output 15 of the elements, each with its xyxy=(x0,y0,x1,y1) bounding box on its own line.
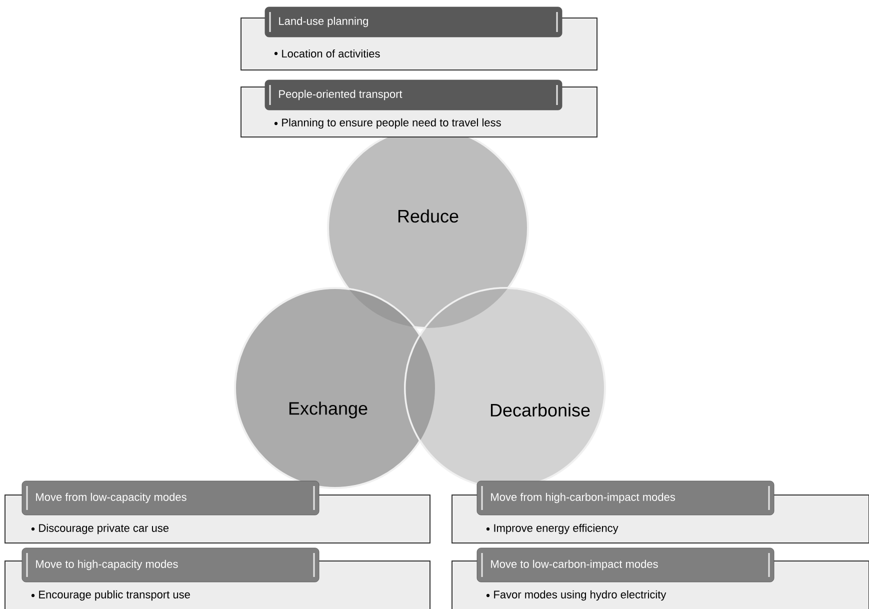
header-tab: Move from low-capacity modes xyxy=(22,480,320,516)
bullet-item: Encourage public transport use xyxy=(39,590,190,601)
header-tab: Land-use planning xyxy=(264,6,562,38)
header-tab: People-oriented transport xyxy=(264,80,562,110)
header-tab: Move to low-carbon-impact modes xyxy=(476,548,774,582)
bullet-item: Planning to ensure people need to travel less xyxy=(282,118,501,129)
bullet-item: Discourage private car use xyxy=(39,524,169,534)
circle-label: Exchange xyxy=(289,402,368,418)
header-tab: Move from high-carbon-impact modes xyxy=(476,480,774,516)
header-tab: Move to high-capacity modes xyxy=(22,548,320,582)
circle-label: Reduce xyxy=(398,209,458,223)
bullet-item: Favor modes using hydro electricity xyxy=(494,590,666,601)
circle-label: Decarbonise xyxy=(490,403,590,417)
bullet-item: Location of activities xyxy=(282,49,380,58)
bullet-item: Improve energy efficiency xyxy=(494,524,618,534)
